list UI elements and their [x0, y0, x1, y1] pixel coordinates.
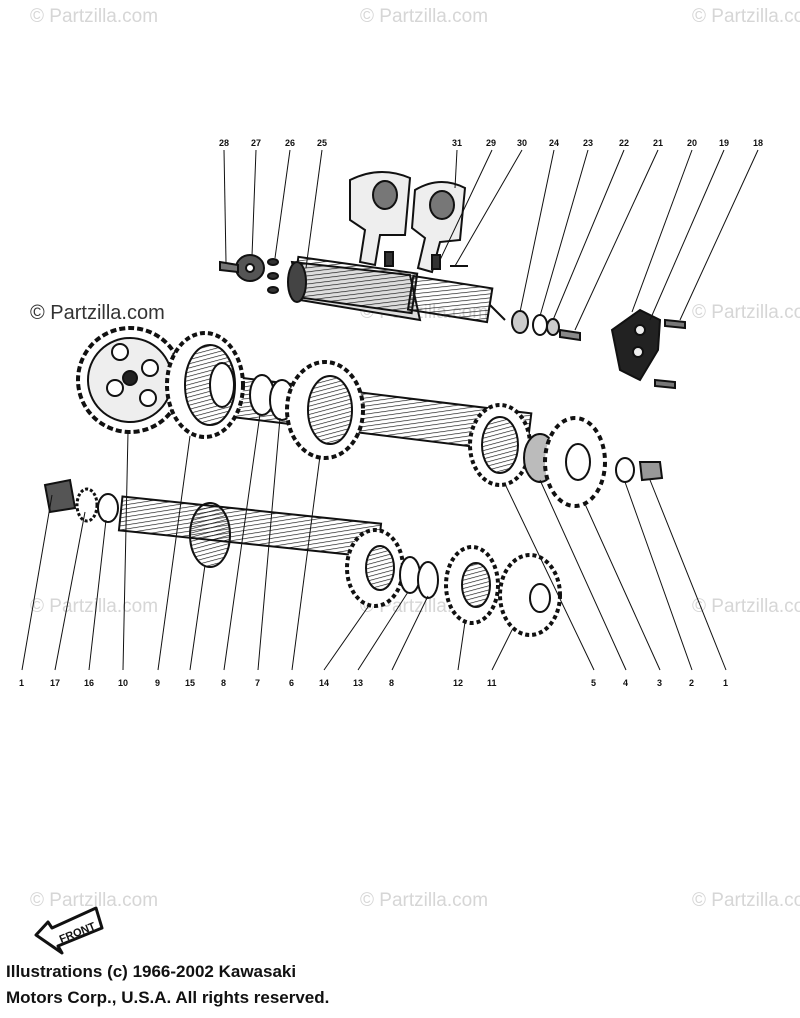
watermark: © Partzilla.com: [692, 6, 800, 27]
callout-label: 16: [84, 678, 94, 688]
callout-label: 17: [50, 678, 60, 688]
callout-label: 19: [719, 138, 729, 148]
callout-label: 30: [517, 138, 527, 148]
callout-label: 1: [19, 678, 24, 688]
output-shaft-assembly: [76, 326, 664, 508]
copyright-line-1: Illustrations (c) 1966-2002 Kawasaki: [6, 962, 297, 981]
callout-label: 20: [687, 138, 697, 148]
callout-label: 22: [619, 138, 629, 148]
callout-label: 6: [289, 678, 294, 688]
callout-label: 4: [623, 678, 628, 688]
callout-label: 3: [657, 678, 662, 688]
callout-label: 28: [219, 138, 229, 148]
callouts-top: 28 27 26 25 31 29 30 24 23 22 21 20 19 1…: [219, 138, 763, 148]
callout-label: 10: [118, 678, 128, 688]
callout-label: 7: [255, 678, 260, 688]
watermark: © Partzilla.com: [692, 302, 800, 323]
watermark: © Partzilla.com: [360, 6, 489, 27]
callout-label: 13: [353, 678, 363, 688]
callout-label: 9: [155, 678, 160, 688]
leader-lines: [21, 149, 759, 671]
watermark: © Partzilla.com: [30, 890, 159, 911]
front-arrow-icon: FRONT: [34, 906, 104, 955]
callout-label: 24: [549, 138, 559, 148]
drive-shaft-assembly: [43, 478, 562, 637]
callout-label: 23: [583, 138, 593, 148]
watermark: © Partzilla.com: [30, 596, 159, 617]
callout-label: 8: [221, 678, 226, 688]
callout-label: 1: [723, 678, 728, 688]
callout-label: 27: [251, 138, 261, 148]
callouts-bottom: 1 17 16 10 9 15 8 7 6 14 13 8 12 11 5 4 …: [19, 678, 728, 688]
callout-label: 5: [591, 678, 596, 688]
watermark: © Partzilla.com: [692, 890, 800, 911]
callout-label: 2: [689, 678, 694, 688]
callout-label: 15: [185, 678, 195, 688]
copyright-line-2: Motors Corp., U.S.A. All rights reserved…: [6, 988, 330, 1007]
watermark-dark: © Partzilla.com: [30, 302, 165, 324]
callout-label: 29: [486, 138, 496, 148]
callout-label: 14: [319, 678, 329, 688]
callout-label: 12: [453, 678, 463, 688]
shift-drum-assembly: [219, 170, 686, 390]
callout-label: 21: [653, 138, 663, 148]
callout-label: 31: [452, 138, 462, 148]
callout-label: 18: [753, 138, 763, 148]
watermark: © Partzilla.com: [360, 890, 489, 911]
callout-label: 26: [285, 138, 295, 148]
callout-label: 25: [317, 138, 327, 148]
callout-label: 11: [487, 678, 497, 688]
watermark: © Partzilla.com: [692, 596, 800, 617]
watermark: © Partzilla.com: [30, 6, 159, 27]
callout-label: 8: [389, 678, 394, 688]
